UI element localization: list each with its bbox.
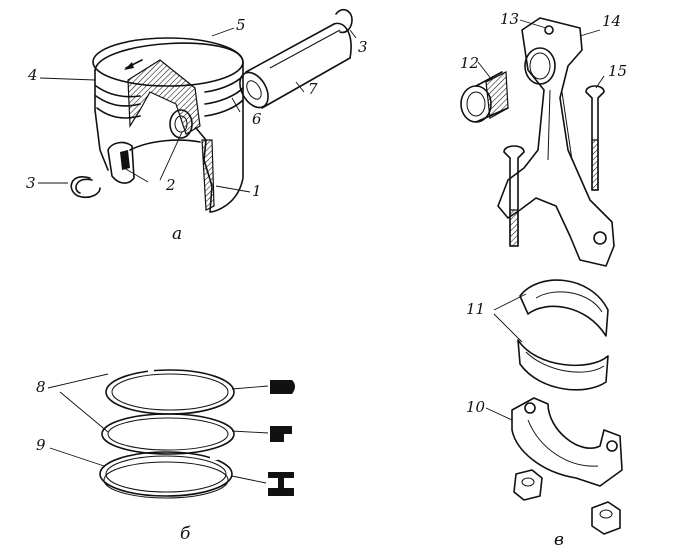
retaining-ring-left [70, 176, 101, 199]
callout-8: 8 [36, 378, 46, 396]
subfigure-label-b: б [180, 524, 191, 544]
small-end-bore [524, 47, 556, 85]
rod-nut-right [591, 501, 621, 535]
callout-10: 10 [466, 398, 486, 416]
piston-cutaway [127, 59, 201, 135]
pin-lock-boss [107, 141, 135, 184]
leader-lines [38, 19, 605, 467]
callout-4: 4 [28, 66, 38, 84]
small-end-bushing [460, 71, 509, 123]
retaining-ring-right [335, 8, 353, 34]
callout-6: 6 [252, 110, 262, 128]
callout-3-right: 3 [358, 38, 368, 56]
ring-section-2 [270, 426, 292, 442]
callout-13: 13 [500, 10, 520, 28]
callout-1: 1 [252, 182, 262, 200]
callout-9: 9 [36, 436, 46, 454]
oil-hole [544, 25, 554, 35]
callout-5: 5 [236, 16, 246, 34]
callout-15: 15 [608, 62, 628, 80]
piston-rings [99, 366, 235, 499]
piston-assembly [92, 37, 244, 213]
rod-nut-left [513, 469, 543, 501]
piston-pin [239, 22, 352, 109]
connecting-rod [497, 17, 615, 267]
rod-bolts [503, 85, 605, 247]
callout-11: 11 [466, 300, 486, 318]
subfigure-label-c: в [554, 530, 564, 550]
bearing-shell-lower [517, 339, 609, 391]
callout-3-left: 3 [26, 174, 36, 192]
compression-ring-2 [101, 413, 235, 455]
subfigure-label-a: а [172, 224, 183, 244]
callout-14: 14 [602, 12, 622, 30]
ring-section-3 [268, 472, 294, 496]
ring-section-1 [270, 380, 295, 394]
bearing-shell-upper [519, 279, 609, 337]
callout-2: 2 [166, 176, 176, 194]
callout-7: 7 [308, 80, 318, 98]
rod-cap [511, 397, 623, 487]
oil-ring [99, 451, 233, 497]
bearing-shells [517, 279, 609, 391]
compression-ring-1 [105, 369, 235, 415]
pin-boss [169, 109, 193, 139]
callout-12: 12 [460, 54, 480, 72]
